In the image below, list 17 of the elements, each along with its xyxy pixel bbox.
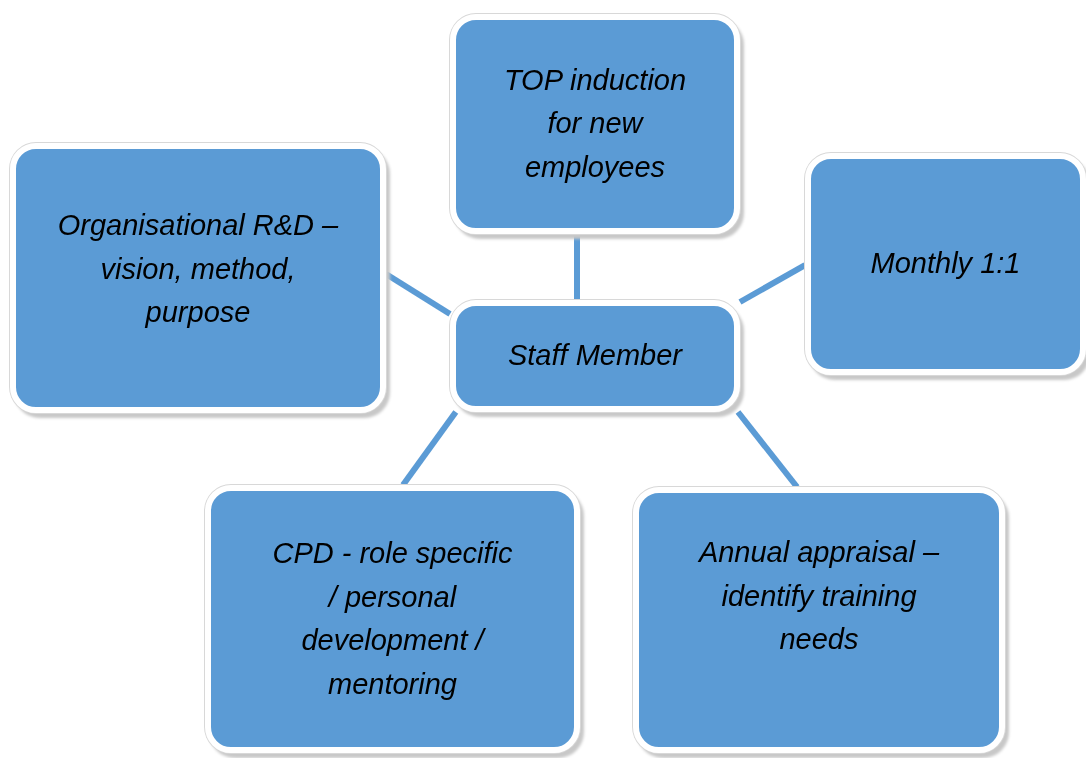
rounded-box <box>805 153 1086 375</box>
connector-line <box>400 410 459 487</box>
connector-line <box>738 262 807 305</box>
connector-line <box>574 234 580 300</box>
rounded-box <box>633 487 1005 753</box>
rounded-box <box>450 14 740 234</box>
box-label: TOP induction for new employees <box>502 62 688 185</box>
box-label: Organisational R&D – vision, method, purpose <box>56 208 340 330</box>
box-label: Annual appraisal – identify training needs <box>697 535 941 657</box>
rounded-box <box>205 485 580 753</box>
box-label: Staff Member <box>506 338 684 374</box>
box-label: Monthly 1:1 <box>869 246 1022 282</box>
rounded-box <box>10 143 386 413</box>
connector-line <box>384 271 452 317</box>
rounded-box <box>450 300 740 412</box>
box-label: CPD - role specific / personal development / mentoring <box>271 536 514 702</box>
connector-line <box>735 410 800 489</box>
